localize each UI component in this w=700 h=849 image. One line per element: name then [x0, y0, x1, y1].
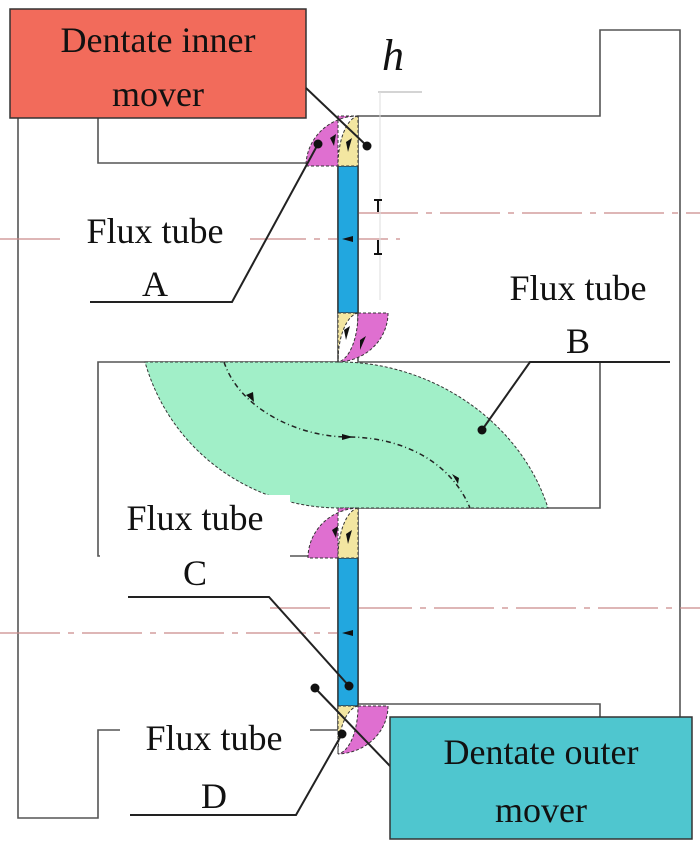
- inner-mover-label-line1: Dentate inner: [61, 20, 256, 60]
- outer-mover-leader: [314, 687, 391, 767]
- flux-tube-b-shape: [144, 361, 549, 509]
- dimension-h-label: h: [382, 31, 404, 80]
- flux-tube-b-callout: Flux tube B: [477, 268, 670, 435]
- lower-tooth-gap: [307, 507, 389, 755]
- flux-tube-a-label-line2: A: [142, 264, 168, 304]
- flux-tube-d-label-line1: Flux tube: [145, 718, 282, 758]
- outer-mover-label-line2: mover: [495, 790, 587, 830]
- flux-arrow-gap-lower: [342, 630, 353, 636]
- outer-mover-callout: Dentate outer mover: [389, 716, 693, 840]
- fringe-yellow-bottom-upper: [337, 312, 359, 363]
- inner-mover-label-box: [9, 8, 307, 119]
- flux-tube-b-leader-dot: [477, 425, 487, 435]
- flux-arrow-b2: [342, 434, 353, 440]
- flux-tube-d-leader: [130, 733, 343, 816]
- outer-mover-leader-dot: [310, 683, 320, 693]
- flux-tube-b-label-line1: Flux tube: [509, 268, 646, 308]
- dimension-h: h: [374, 31, 422, 300]
- upper-tooth-gap: [305, 115, 389, 363]
- flux-tube-a-leader: [90, 143, 319, 303]
- flux-tube-a-leader-dot: [313, 139, 323, 149]
- flux-tube-d-leader-dot: [337, 729, 347, 739]
- flux-tube-c-leader: [128, 596, 350, 687]
- flux-tube-c-callout: Flux tube C: [100, 495, 354, 691]
- fringe-magenta-bottom-upper: [337, 312, 389, 363]
- flux-tube-c-label-line1: Flux tube: [126, 498, 263, 538]
- inner-mover-leader-dot: [362, 141, 372, 151]
- flux-arrow-b3: [452, 474, 459, 484]
- flux-tube-b-label-line2: B: [566, 321, 590, 361]
- flux-tube-d-label-line2: D: [201, 776, 227, 816]
- inner-mover-label-line2: mover: [112, 74, 204, 114]
- flux-tube-c-label-line2: C: [183, 553, 207, 593]
- flux-tube-a-label-line1: Flux tube: [86, 211, 223, 251]
- flux-tube-b-leader: [481, 361, 670, 431]
- outer-mover-label-box: [389, 716, 693, 840]
- flux-arrow-b1: [246, 392, 254, 402]
- inner-mover-leader: [305, 87, 368, 147]
- fringe-magenta-bottom: [337, 705, 389, 755]
- flux-arrow-gap-upper: [342, 236, 353, 242]
- flux-tube-a-callout: Flux tube A: [60, 139, 323, 304]
- flux-tube-d-callout: Flux tube D: [120, 683, 391, 816]
- flux-tube-c-leader-dot: [344, 681, 354, 691]
- inner-mover-callout: Dentate inner mover: [9, 8, 372, 151]
- flux-tube-b-region: [144, 361, 549, 509]
- outer-mover-label-line1: Dentate outer: [444, 732, 639, 772]
- inner-mover-shape: [17, 116, 339, 819]
- inner-mover-body: [17, 116, 339, 819]
- fringe-magenta-top-lower: [307, 507, 359, 559]
